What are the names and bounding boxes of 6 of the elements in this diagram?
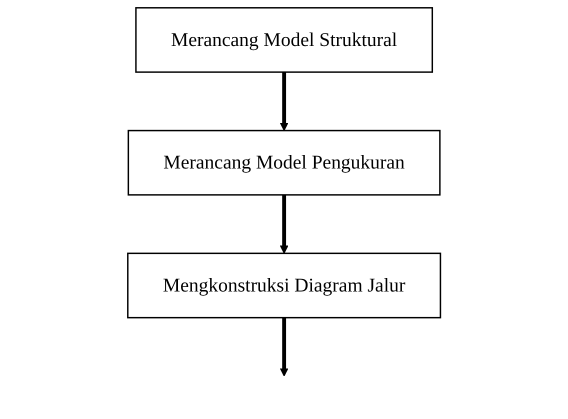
node-box: Mengkonstruksi Diagram Jalur: [126, 252, 442, 318]
node-box: Merancang Model Pengukuran: [128, 130, 440, 196]
arrow: [280, 318, 288, 376]
arrow: [280, 194, 288, 254]
node-box: Merancang Model Struktural: [135, 7, 433, 73]
arrow: [280, 72, 288, 131]
